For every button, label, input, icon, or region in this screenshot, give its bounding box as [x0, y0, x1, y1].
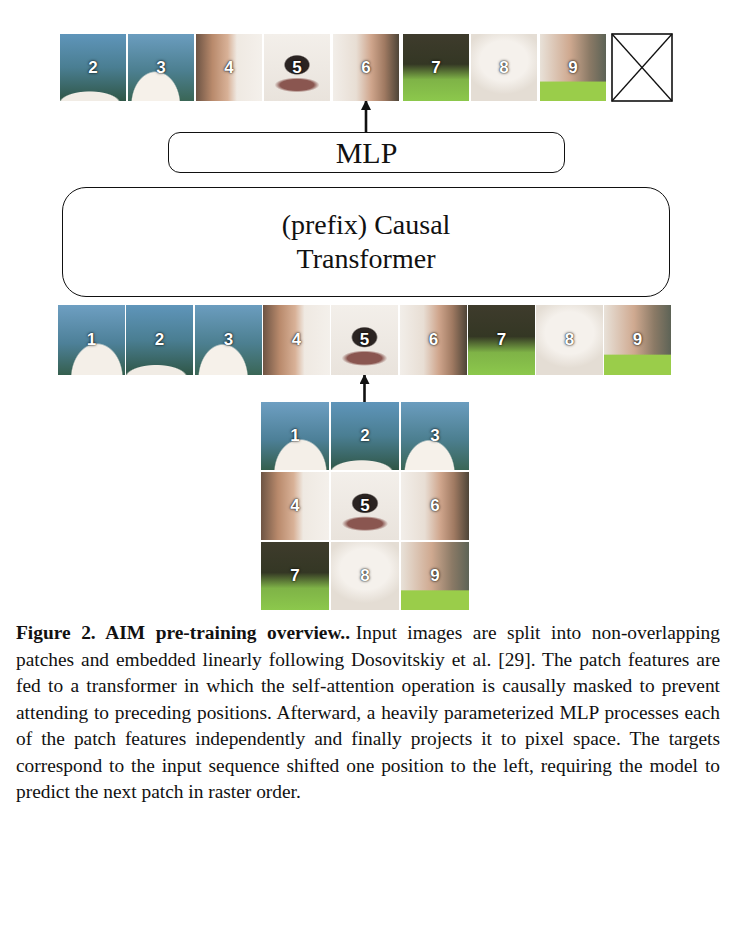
grid-ground: [259, 400, 473, 614]
image-patch: 1: [58, 305, 125, 375]
image-patch: 8: [536, 305, 603, 375]
patch-number: 4: [292, 330, 301, 350]
image-patch: 5: [331, 305, 398, 375]
arrow-connector: [365, 101, 368, 132]
image-patch: 5: [264, 34, 330, 101]
patch-number: 5: [360, 496, 369, 516]
patch-number: 3: [430, 426, 439, 446]
patch-number: 1: [290, 426, 299, 446]
patch-number: 1: [87, 330, 96, 350]
figure-caption: Figure 2. AIM pre-training overview..Inp…: [16, 620, 720, 806]
patch-number: 2: [88, 58, 97, 78]
image-patch: 2: [60, 34, 126, 101]
image-patch: 7: [403, 34, 469, 101]
image-patch: 3: [128, 34, 194, 101]
patch-number: 6: [430, 496, 439, 516]
image-patch: 4: [263, 305, 330, 375]
image-patch: 7: [261, 542, 329, 610]
box-label: MLP: [336, 136, 398, 169]
empty-target-box: [612, 34, 672, 101]
patch-number: 4: [290, 496, 299, 516]
image-patch: 5: [331, 472, 399, 540]
image-patch: 9: [401, 542, 469, 610]
arrow-connector: [363, 375, 366, 402]
patch-number: 4: [224, 58, 233, 78]
patch-number: 2: [155, 330, 164, 350]
patch-number: 9: [568, 58, 577, 78]
image-patch: 6: [401, 472, 469, 540]
image-patch: 7: [468, 305, 535, 375]
image-patch: 9: [604, 305, 671, 375]
patch-number: 7: [290, 566, 299, 586]
patch-number: 9: [633, 330, 642, 350]
transformer-box: (prefix) Causal Transformer: [62, 187, 670, 297]
image-patch: 8: [331, 542, 399, 610]
patch-number: 7: [431, 58, 440, 78]
caption-heading: Figure 2. AIM pre-training overview..: [16, 622, 350, 643]
patch-number: 7: [497, 330, 506, 350]
patch-number: 3: [224, 330, 233, 350]
patch-number: 6: [429, 330, 438, 350]
image-patch: 9: [540, 34, 606, 101]
image-patch: 2: [126, 305, 193, 375]
patch-number: 6: [361, 58, 370, 78]
patch-number: 2: [360, 426, 369, 446]
image-patch: 3: [401, 402, 469, 470]
mlp-box: MLP: [168, 132, 565, 173]
patch-number: 8: [499, 58, 508, 78]
image-patch: 6: [400, 305, 467, 375]
image-patch: 3: [195, 305, 262, 375]
image-patch: 2: [331, 402, 399, 470]
patch-number: 5: [360, 330, 369, 350]
patch-number: 5: [292, 58, 301, 78]
caption-body: Input images are split into non-overlapp…: [16, 622, 720, 802]
patch-number: 8: [360, 566, 369, 586]
patch-number: 9: [430, 566, 439, 586]
image-patch: 6: [333, 34, 399, 101]
image-patch: 8: [471, 34, 537, 101]
box-label: (prefix) Causal Transformer: [251, 208, 481, 276]
image-patch: 1: [261, 402, 329, 470]
patch-number: 3: [156, 58, 165, 78]
image-patch: 4: [261, 472, 329, 540]
image-patch: 4: [196, 34, 262, 101]
patch-number: 8: [565, 330, 574, 350]
